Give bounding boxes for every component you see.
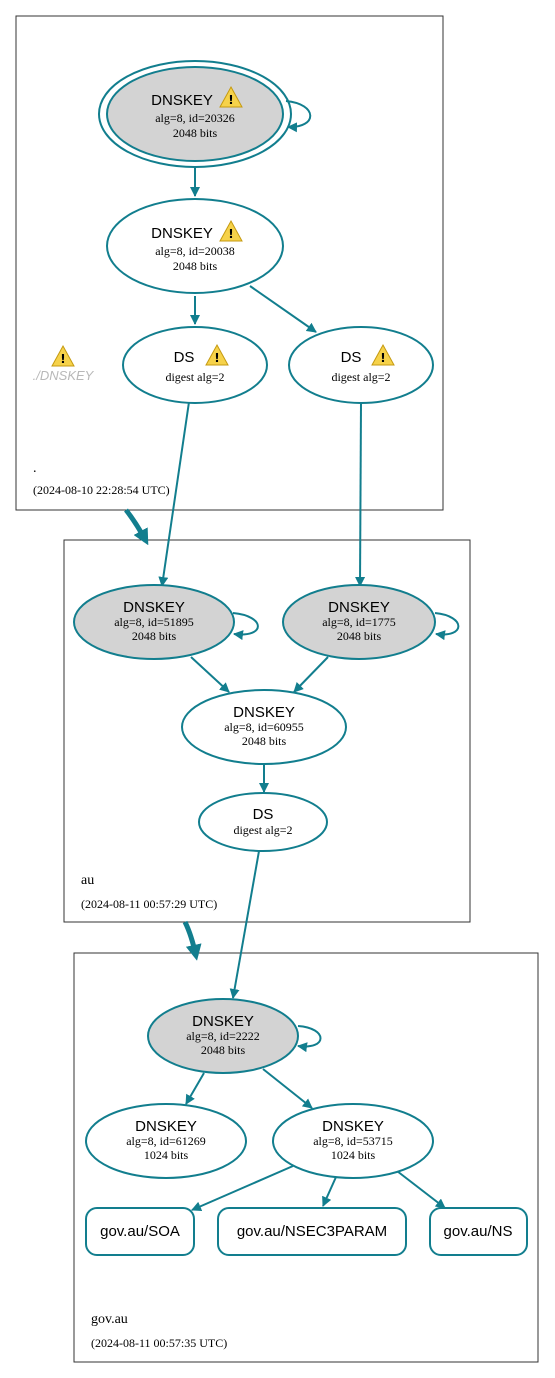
dnskey-title: DNSKEY [322,1118,384,1135]
edge-gov-ksk-self [297,1025,322,1053]
warning-icon: ! [51,344,75,367]
edge-gov-zsk2-ns [396,1170,446,1209]
edge-au-ds-gov-ksk [229,850,260,999]
trust-anchor-ring [98,60,292,168]
dnskey-bits: 2048 bits [173,259,218,273]
ds-node-au[interactable]: DS digest alg=2 [198,792,328,852]
dnskey-node-root-ksk[interactable]: DNSKEY ! alg=8, id=20326 2048 bits [98,60,292,168]
dnskey-node-gov-ksk[interactable]: DNSKEY alg=8, id=2222 2048 bits [147,998,299,1074]
warning-icon: ! [371,343,395,366]
dnskey-ellipse [106,198,284,294]
dnskey-node-au-ksk-1[interactable]: DNSKEY alg=8, id=51895 2048 bits [73,584,235,660]
ds-ellipse [122,326,268,404]
edge-au-ksk1-self [232,612,259,641]
svg-text:!: ! [228,227,233,241]
edge-root-zsk-ds2 [249,285,317,333]
dnskey-bits: 2048 bits [173,126,218,140]
dnskey-alg-id: alg=8, id=61269 [126,1134,206,1148]
dnskey-bits: 2048 bits [201,1043,246,1057]
rrset-label: gov.au/NS [444,1223,513,1240]
edge-ds1-au-ksk1 [158,401,190,587]
rrset-label: gov.au/SOA [100,1223,180,1240]
warning-icon: ! [219,85,243,108]
ds-title: DS [341,349,362,366]
dnskey-ellipse [85,1103,247,1179]
dnskey-alg-id: alg=8, id=20038 [155,244,235,258]
dnskey-bits: 1024 bits [144,1148,189,1162]
rrset-label: gov.au/NSEC3PARAM [237,1223,387,1240]
ds-ellipse [288,326,434,404]
ds-node-root-2[interactable]: DS ! digest alg=2 [288,326,434,404]
zone-au-name: au [81,873,94,888]
dnskey-node-au-ksk-2[interactable]: DNSKEY alg=8, id=1775 2048 bits [282,584,436,660]
ds-title: DS [174,349,195,366]
dnskey-node-gov-zsk-1[interactable]: DNSKEY alg=8, id=61269 1024 bits [85,1103,247,1179]
zone-root-timestamp: (2024-08-10 22:28:54 UTC) [33,483,170,497]
rrset-node-ns[interactable]: gov.au/NS [429,1207,528,1256]
ghost-dnskey-node[interactable]: ! ./DNSKEY [33,344,95,383]
zone-au-timestamp: (2024-08-11 00:57:29 UTC) [81,897,217,911]
edge-gov-ksk-zsk2 [262,1068,313,1109]
dnskey-alg-id: alg=8, id=1775 [322,615,396,629]
svg-text:!: ! [60,352,65,366]
dnskey-node-au-zsk[interactable]: DNSKEY alg=8, id=60955 2048 bits [181,689,347,765]
svg-text:!: ! [228,93,233,107]
zone-gov-au-timestamp: (2024-08-11 00:57:35 UTC) [91,1336,227,1350]
edge-au-ksk1-zsk [190,656,230,693]
dnskey-alg-id: alg=8, id=20326 [155,111,235,125]
edge-root-ksk-self [285,100,312,133]
edge-gov-zsk2-nsec3param [322,1176,337,1207]
dnskey-title: DNSKEY [123,599,185,616]
dnskey-ellipse [106,66,284,162]
edge-ds2-au-ksk2 [355,401,366,587]
dnskey-bits: 1024 bits [331,1148,376,1162]
dnskey-node-gov-zsk-2[interactable]: DNSKEY alg=8, id=53715 1024 bits [272,1103,434,1179]
ds-digest: digest alg=2 [165,370,224,384]
dnskey-bits: 2048 bits [337,629,382,643]
ds-digest: digest alg=2 [331,370,390,384]
dnskey-node-root-zsk[interactable]: DNSKEY ! alg=8, id=20038 2048 bits [106,198,284,294]
dnskey-title: DNSKEY [151,92,213,109]
dnskey-title: DNSKEY [328,599,390,616]
rrset-box [429,1207,528,1256]
dnskey-bits: 2048 bits [132,629,177,643]
dnskey-ellipse [147,998,299,1074]
dnskey-alg-id: alg=8, id=53715 [313,1134,393,1148]
dnskey-alg-id: alg=8, id=2222 [186,1029,260,1043]
dnskey-ellipse [73,584,235,660]
edge-gov-ksk-zsk1 [185,1072,205,1105]
edge-gov-zsk2-soa [191,1165,294,1211]
dnskey-title: DNSKEY [192,1013,254,1030]
delegation-arrow-au-gov [182,920,202,961]
ds-title: DS [253,806,274,823]
ds-digest: digest alg=2 [233,823,292,837]
edges [124,100,460,1211]
edge-au-ksk2-self [434,612,460,641]
dnskey-ellipse [272,1103,434,1179]
dnskey-ellipse [181,689,347,765]
dnskey-alg-id: alg=8, id=60955 [224,720,304,734]
edge-au-ksk2-zsk [293,656,329,693]
dnskey-title: DNSKEY [135,1118,197,1135]
warning-icon: ! [219,219,243,242]
dnskey-title: DNSKEY [233,704,295,721]
rrset-node-nsec3param[interactable]: gov.au/NSEC3PARAM [217,1207,407,1256]
warning-icon: ! [205,343,229,366]
zone-gov-au-name: gov.au [91,1312,128,1327]
dnskey-alg-id: alg=8, id=51895 [114,615,194,629]
ghost-dnskey-label: ./DNSKEY [33,368,95,383]
svg-text:!: ! [214,351,219,365]
zone-root-name: . [33,461,37,476]
rrset-node-soa[interactable]: gov.au/SOA [85,1207,195,1256]
delegation-arrow-root-au [124,508,149,546]
dnskey-ellipse [282,584,436,660]
dnskey-bits: 2048 bits [242,734,287,748]
rrset-box [217,1207,407,1256]
ds-node-root-1[interactable]: DS ! digest alg=2 [122,326,268,404]
ds-ellipse [198,792,328,852]
rrset-box [85,1207,195,1256]
svg-text:!: ! [380,351,385,365]
dnskey-title: DNSKEY [151,225,213,242]
